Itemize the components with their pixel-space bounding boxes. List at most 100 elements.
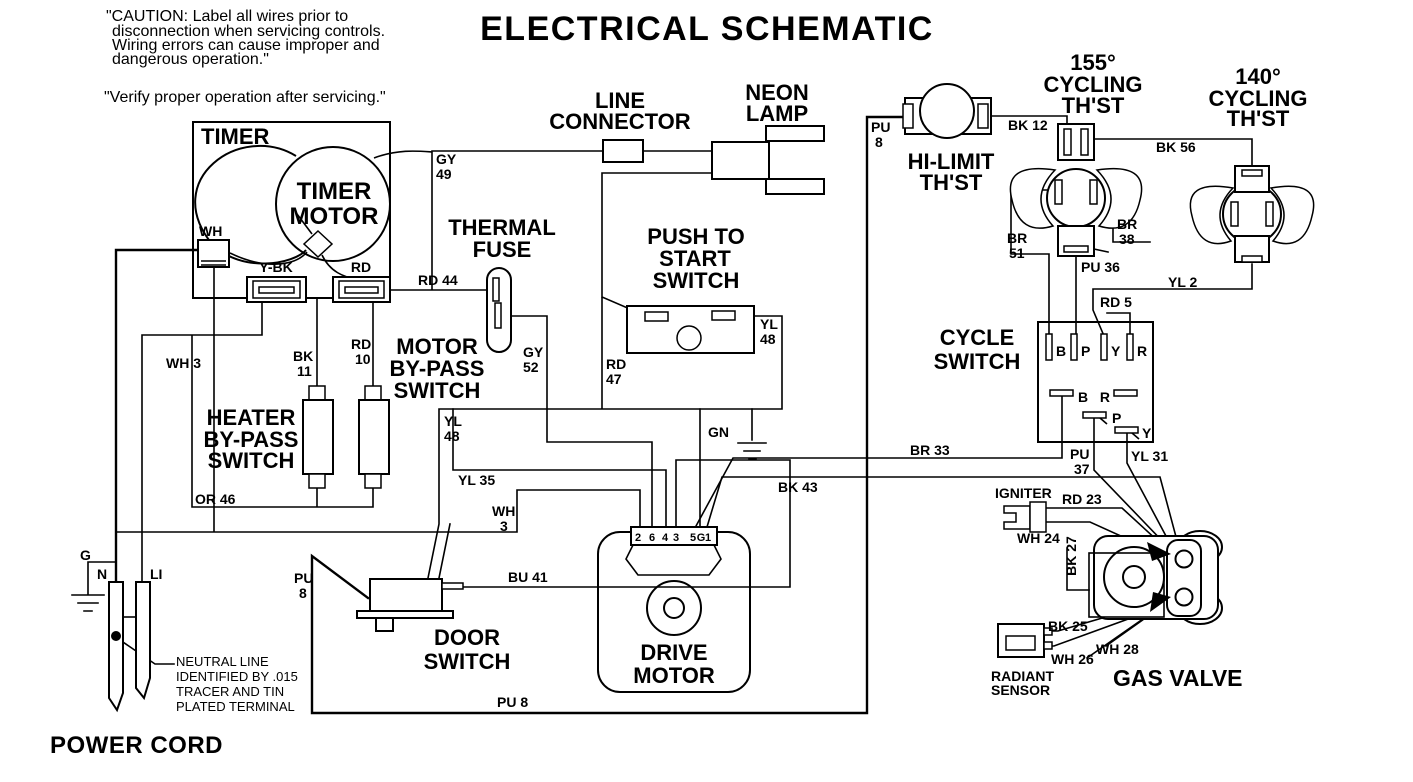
motor-pin-4: 4 [662,532,669,544]
line-connector-body [602,139,644,163]
wire-label-rd23: RD 23 [1062,491,1102,507]
wire-label-bk27: BK 27 [1063,536,1079,576]
wire-label-yl2: YL 2 [1168,274,1198,290]
cycle-terminal-r-bottom [1113,389,1138,397]
wire-label-bk43: BK 43 [778,479,818,495]
timer-label: TIMER [201,124,270,149]
radiant-sensor-label2: SENSOR [991,682,1050,698]
power-terminal-n: N [97,566,107,582]
radiant-sensor-pin-bottom [1043,641,1053,650]
gas-valve-wire-wedge-top [1147,542,1171,561]
cycle-bottom-p: P [1112,410,1121,426]
radiant-sensor-window [1005,635,1036,651]
wire-label-pu8da: PU [294,570,313,586]
motor-pin-5: 5 [690,532,696,544]
bypass-capsule1-cap-top [308,385,326,401]
cycling140-label1: 140° [1235,64,1281,89]
wire-yl35 [452,408,667,529]
wire-label-pu8db: 8 [299,585,307,601]
timer-motor-label1: TIMER [297,178,372,205]
timer-terminal-wh-label: WH [199,223,222,239]
wire-label-rd10a: RD [351,336,371,352]
cycle-top-b: B [1056,343,1066,359]
shapes [108,83,1315,713]
cycle-switch-label1: CYCLE [940,325,1015,350]
wire-wh3-bus [115,266,641,533]
wire-label-wh3-left: WH 3 [166,355,201,371]
wire-label-yl31: YL 31 [1131,448,1168,464]
wire-label-yl48la: YL [444,413,462,429]
thst140-wing-left [1189,185,1235,245]
thst140-disc-bar-right [1265,201,1274,227]
wire-label-rd47b: 47 [606,371,622,387]
gas-valve-inner-box [1088,552,1165,618]
power-terminal-li: LI [150,566,162,582]
caution-line4: dangerous operation." [112,51,269,68]
wire-pu37 [1093,417,1170,549]
neutral-note-line4: PLATED TERMINAL [176,699,295,714]
door-switch-body [369,578,443,612]
wire-label-pu8tb: 8 [875,134,883,150]
push-to-start-label3: SWITCH [653,268,740,293]
door-switch-label1: DOOR [434,625,500,650]
wire-label-br38b: 38 [1119,231,1135,247]
wire-gn-ground [699,408,767,529]
cycle-terminal-y-bottom [1114,426,1139,434]
thst140-wing-right [1269,185,1315,245]
wire-label-br33: BR 33 [910,442,950,458]
wire-label-bk11b: 11 [297,363,312,379]
line-connector-label2: CONNECTOR [549,109,690,134]
labels: "CAUTION: Label all wires prior to disco… [50,8,1308,759]
wire-label-bu41: BU 41 [508,569,548,585]
cycle-switch-box [1037,321,1154,443]
hi-limit-tab-left [902,103,914,129]
cycle-top-y: Y [1111,343,1121,359]
motor-pin-1: 1 [705,532,711,544]
cycling140-label2: CYCLING [1209,86,1308,111]
thermal-fuse-label1: THERMAL [448,215,556,240]
hi-limit-label1: HI-LIMIT [908,149,995,174]
timer-terminal-wh [197,239,230,268]
push-to-start-contact-right [711,310,736,321]
timer-motor-loop [194,145,307,265]
cycling140-label3: TH'ST [1227,106,1290,131]
push-to-start-label2: START [659,246,731,271]
wire-label-wh28: WH 28 [1096,641,1139,657]
drive-motor-label2: MOTOR [633,663,715,688]
radiant-sensor-label1: RADIANT [991,668,1054,684]
wire-rd5 [1106,312,1131,335]
power-cord-label: POWER CORD [50,732,223,759]
thermal-fuse-label2: FUSE [473,237,532,262]
thermal-fuse-bar2 [494,302,502,329]
cycling155-label1: 155° [1070,50,1116,75]
wire-label-gy49a: GY [436,151,457,167]
wire-neutral-leader [118,638,175,665]
wire-bk56 [1089,138,1253,167]
bypass-capsule1-body [302,399,334,475]
wire-neutral-riser [114,248,200,584]
thst140-block-top-bar [1241,169,1263,177]
verify-note: "Verify proper operation after servicing… [104,89,386,106]
caution-line2: disconnection when servicing controls. [112,23,385,40]
wire-br33 [694,395,1063,528]
door-switch-tab [441,582,464,590]
hi-limit-label2: TH'ST [920,170,983,195]
cycle-terminal-ticks [1099,417,1140,440]
neon-lamp-tab-top [765,125,825,142]
ground-label: GN [708,424,729,440]
line-connector-label1: LINE [595,88,645,113]
wire-label-gy52a: GY [523,344,544,360]
wire-label-bk56: BK 56 [1156,139,1196,155]
thst155-wing-left [1009,167,1057,229]
push-to-start-contact-left [644,311,669,322]
cycling155-label2: CYCLING [1044,72,1143,97]
cycle-terminal-b-bottom [1049,389,1074,397]
neutral-note-line1: NEUTRAL LINE [176,654,269,669]
cycle-terminal-r-top [1126,333,1134,361]
hi-limit-tab-right [977,103,989,129]
cycle-terminal-p-bottom [1082,411,1107,419]
power-terminal-g: G [80,547,91,563]
thst140-block-bottom-bar [1241,255,1263,263]
wire-ground-g [71,561,117,612]
